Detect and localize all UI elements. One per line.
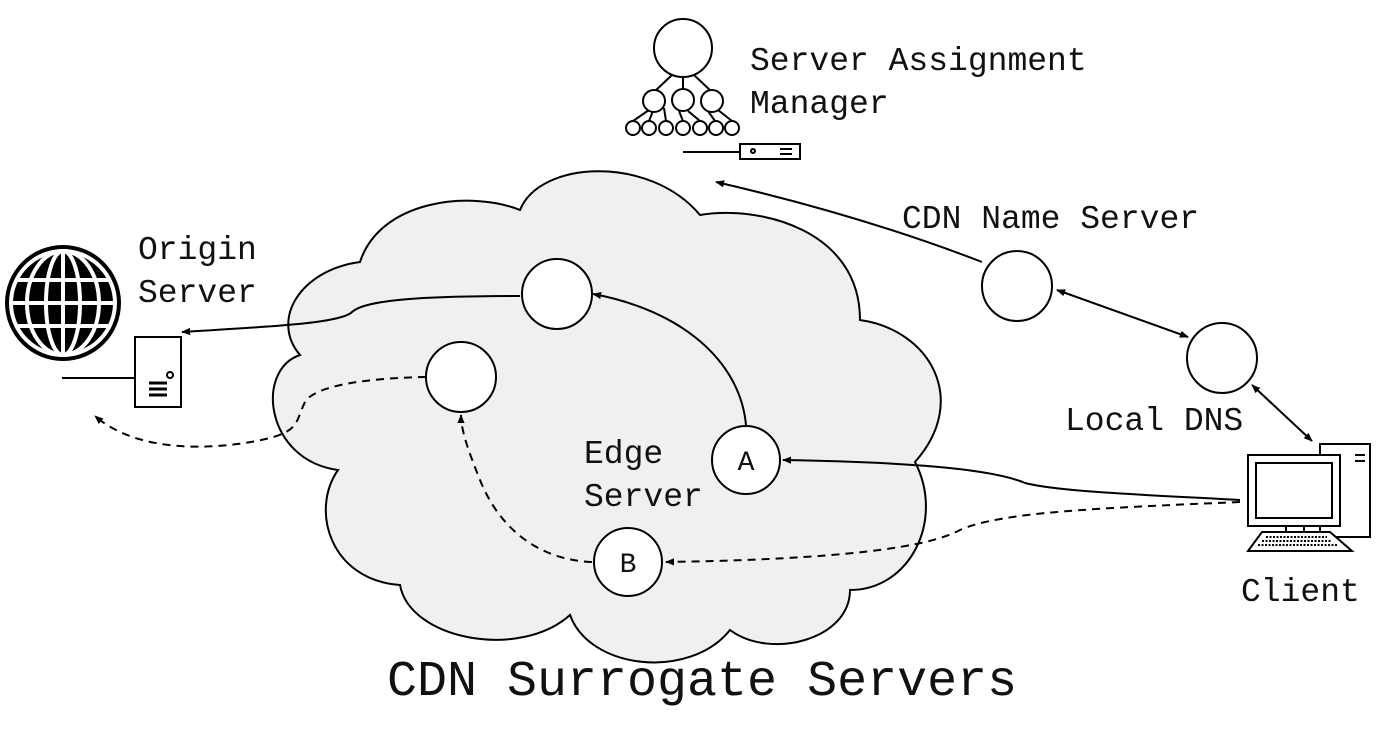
globe-icon bbox=[5, 245, 121, 361]
link-cdn-ns-local-dns bbox=[1056, 289, 1189, 338]
rack-server-icon bbox=[683, 143, 801, 160]
cdn-name-server-label: CDN Name Server bbox=[902, 201, 1199, 238]
hierarchy-tree-icon bbox=[625, 18, 740, 136]
origin-server-label-line1: Origin bbox=[138, 232, 257, 269]
dashed-lower-node-to-origin bbox=[94, 376, 427, 448]
cdn-name-server-node bbox=[981, 250, 1053, 322]
edge-node-a bbox=[711, 425, 781, 495]
server-assignment-manager-label-line2: Manager bbox=[750, 86, 889, 123]
cdn-upper-node bbox=[521, 258, 593, 330]
labels: Server Assignment Manager CDN Name Serve… bbox=[138, 43, 1360, 711]
link-upper-node-to-origin bbox=[181, 295, 521, 336]
local-dns-label: Local DNS bbox=[1065, 403, 1243, 440]
cdn-cloud bbox=[271, 170, 942, 664]
node-a-label: A bbox=[738, 448, 755, 479]
link-client-to-edge-a bbox=[782, 456, 1241, 501]
edge-server-label-line2: Server bbox=[584, 479, 703, 516]
desktop-computer-icon bbox=[1246, 443, 1371, 552]
server-tower-icon bbox=[134, 336, 182, 408]
server-assignment-manager-label-line1: Server Assignment bbox=[750, 43, 1087, 80]
cdn-lower-node bbox=[425, 341, 497, 413]
connections bbox=[181, 180, 1313, 501]
dashed-client-to-edge-b bbox=[665, 501, 1241, 566]
client-label: Client bbox=[1241, 574, 1360, 611]
link-local-dns-client bbox=[1251, 384, 1313, 442]
nodes bbox=[425, 250, 1258, 597]
edge-server-label-line1: Edge bbox=[584, 436, 663, 473]
link-edge-a-to-upper-node bbox=[592, 291, 747, 426]
edge-node-b bbox=[593, 527, 663, 597]
local-dns-node bbox=[1186, 322, 1258, 394]
node-b-label: B bbox=[620, 550, 637, 581]
link-cdn-ns-to-manager bbox=[715, 180, 983, 263]
dashed-connections bbox=[94, 376, 1241, 566]
origin-server-label-line2: Server bbox=[138, 275, 257, 312]
cdn-surrogate-servers-title: CDN Surrogate Servers bbox=[387, 654, 1017, 711]
